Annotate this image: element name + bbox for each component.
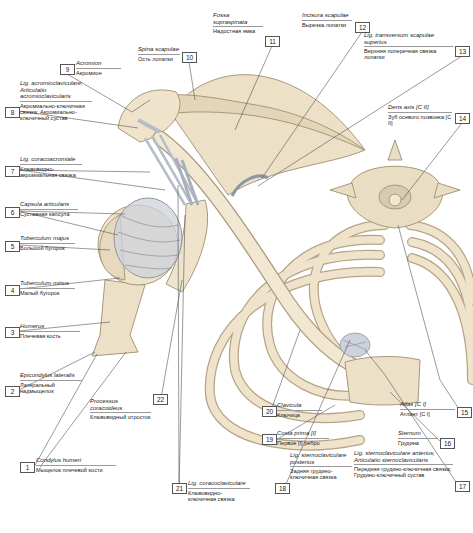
callout-number: 4: [5, 285, 20, 296]
latin-term: Costa prima [I]: [277, 430, 329, 438]
latin-term: Lig. transversum scapulae superius: [364, 32, 453, 46]
russian-term: Мыщелок плечевой кости: [36, 465, 116, 473]
russian-term: Ость лопатки: [138, 54, 180, 62]
part-label: Tuberculum minusМалый бугорок: [20, 280, 75, 296]
latin-term: Incisura scapulae: [302, 12, 352, 20]
part-label: Tuberculum majusБольшой бугорок: [20, 235, 75, 251]
russian-term: Клювовидно-акромиальная связка: [20, 164, 82, 178]
latin-term: Spina scapulae: [138, 46, 180, 54]
russian-term: Большой бугорок: [20, 243, 75, 251]
part-label: Spina scapulaeОсть лопатки: [138, 46, 180, 62]
part-label: Atlas [C I]Атлант [C I]: [400, 401, 455, 417]
sternoclavicular-ligaments: [340, 333, 370, 357]
joint-capsule-ligaments: [114, 120, 198, 278]
latin-term: Acromion: [76, 60, 121, 68]
latin-term: Lig. acromioclaviculare; Articulatio acr…: [20, 80, 92, 101]
russian-term: Первое [I] ребро: [277, 438, 329, 446]
callout-number: 21: [172, 483, 187, 494]
russian-term: Вырезка лопатки: [302, 20, 352, 28]
ribs: [210, 225, 472, 446]
latin-term: Tuberculum minus: [20, 280, 75, 288]
leader-lines: [19, 32, 464, 493]
callout-number: 11: [265, 36, 280, 47]
callout-number: 12: [355, 22, 370, 33]
russian-term: Атлант [C I]: [400, 409, 455, 417]
callout-number: 17: [455, 481, 470, 492]
callout-number: 3: [5, 327, 20, 338]
latin-term: Sternum: [398, 430, 438, 438]
latin-term: Epicondylus lateralis: [20, 372, 82, 380]
sternum: [345, 356, 420, 405]
russian-term: Латеральный надмыщелок: [20, 380, 82, 394]
part-label: Dens axis [C II]Зуб осевого позвонка [C …: [388, 104, 452, 126]
russian-term: Суставная капсула: [20, 209, 78, 217]
part-label: Lig. sternoclaviculare posteriusЗадняя г…: [290, 452, 352, 481]
latin-term: Fossa supraspinata: [213, 12, 263, 26]
part-label: Incisura scapulaeВырезка лопатки: [302, 12, 352, 28]
part-label: Capsula articularisСуставная капсула: [20, 201, 78, 217]
russian-term: Передняя грудино-ключичная связка; Груди…: [354, 464, 453, 478]
russian-term: Ключица: [277, 410, 322, 418]
latin-term: Processus coracoideus: [90, 398, 151, 412]
callout-number: 18: [275, 483, 290, 494]
part-label: AcromionАкромион: [76, 60, 121, 76]
latin-term: Lig. coracoclaviculare: [188, 480, 250, 488]
clavicle: [160, 138, 352, 365]
part-label: Lig. transversum scapulae superiusВерхня…: [364, 32, 453, 61]
callout-number: 16: [440, 438, 455, 449]
russian-term: Задняя грудино-ключичная связка: [290, 466, 352, 480]
callout-number: 5: [5, 241, 20, 252]
russian-term: Верхняя поперечная связка лопатки: [364, 46, 453, 60]
latin-term: Capsula articularis: [20, 201, 78, 209]
callout-number: 8: [5, 107, 20, 118]
latin-term: Lig. coracoacromiale: [20, 156, 82, 164]
russian-term: Грудина: [398, 438, 438, 446]
part-label: Epicondylus lateralisЛатеральный надмыще…: [20, 372, 82, 394]
russian-term: Малый бугорок: [20, 288, 75, 296]
russian-term: Клювовидный отросток: [90, 412, 151, 420]
latin-term: Lig. sternoclaviculare anterius; Articul…: [354, 450, 453, 464]
russian-term: Акромион: [76, 68, 121, 76]
russian-term: Надостная ямка: [213, 26, 263, 34]
callout-number: 13: [455, 46, 470, 57]
russian-term: Акромиально-ключичная связка; Акромиальн…: [20, 101, 92, 122]
callout-number: 2: [5, 386, 20, 397]
callout-number: 14: [455, 113, 470, 124]
callout-number: 10: [182, 52, 197, 63]
part-label: Processus coracoideusКлювовидный отросто…: [90, 398, 151, 420]
latin-term: Lig. sternoclaviculare posterius: [290, 452, 352, 466]
latin-term: Humerus: [20, 323, 80, 331]
part-label: Lig. acromioclaviculare; Articulatio acr…: [20, 80, 92, 121]
part-label: Lig. coracoclaviculareКлювовидно-ключичн…: [188, 480, 250, 502]
part-label: Costa prima [I]Первое [I] ребро: [277, 430, 329, 446]
part-label: Fossa supraspinataНадостная ямка: [213, 12, 263, 34]
part-label: ClaviculaКлючица: [277, 402, 322, 418]
latin-term: Condylus humeri: [36, 457, 116, 465]
latin-term: Tuberculum majus: [20, 235, 75, 243]
callout-number: 9: [60, 64, 75, 75]
callout-number: 19: [262, 434, 277, 445]
russian-term: Клювовидно-ключичная связка: [188, 488, 250, 502]
callout-number: 7: [5, 166, 20, 177]
latin-term: Dens axis [C II]: [388, 104, 452, 112]
latin-term: Atlas [C I]: [400, 401, 455, 409]
latin-term: Clavicula: [277, 402, 322, 410]
russian-term: Зуб осевого позвонка [C II]: [388, 112, 452, 126]
callout-number: 20: [262, 406, 277, 417]
part-label: Lig. sternoclaviculare anterius; Articul…: [354, 450, 453, 479]
part-label: Lig. coracoacromialeКлювовидно-акромиаль…: [20, 156, 82, 178]
callout-number: 22: [153, 394, 168, 405]
callout-number: 6: [5, 207, 20, 218]
part-label: SternumГрудина: [398, 430, 438, 446]
part-label: HumerusПлечевая кость: [20, 323, 80, 339]
part-label: Condylus humeriМыщелок плечевой кости: [36, 457, 116, 473]
callout-number: 15: [457, 407, 472, 418]
russian-term: Плечевая кость: [20, 331, 80, 339]
callout-number: 1: [20, 462, 35, 473]
